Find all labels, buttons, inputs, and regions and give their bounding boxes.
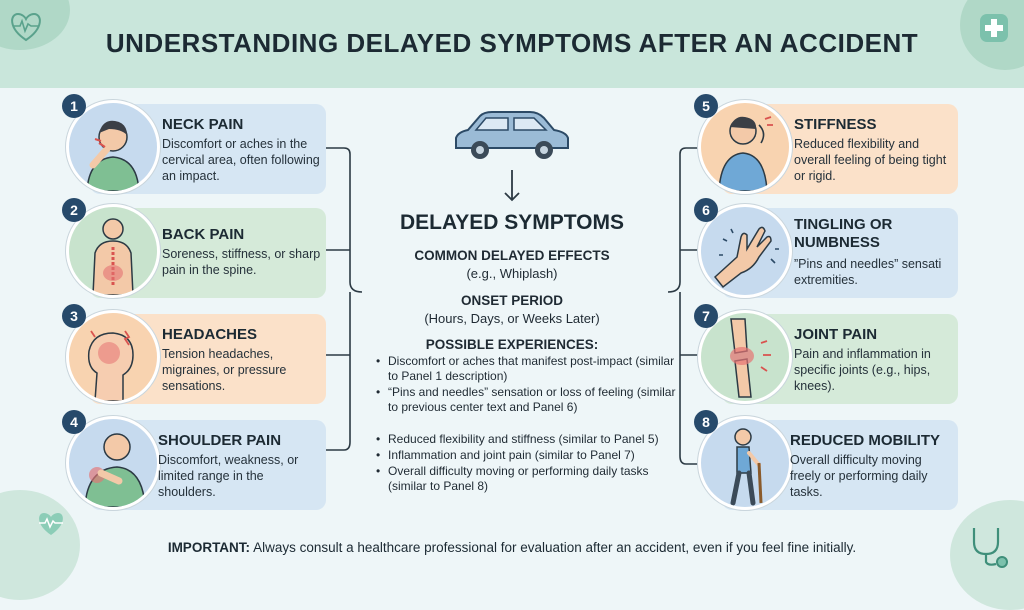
panel-number-badge: 4 — [62, 410, 86, 434]
list-item: Inflammation and joint pain (similar to … — [376, 448, 676, 463]
panel-title: REDUCED MOBILITY — [790, 432, 940, 449]
experiences-label: POSSIBLE EXPERIENCES: — [425, 337, 599, 352]
panel-number-badge: 2 — [62, 198, 86, 222]
panel-title: TINGLING OR NUMBNESS — [794, 216, 893, 251]
panel-description: Reduced flexibility and overall feeling … — [794, 137, 947, 183]
neck-pain-icon — [66, 100, 160, 194]
stethoscope-icon — [972, 528, 1008, 568]
heart-monitor-icon — [11, 12, 41, 42]
panel-reduced-mobility: 8 REDUCED MOBILITY Overall difficulty mo… — [694, 410, 958, 510]
panel-tingling: 6 TINGLING OR NUMBNESS ”Pins and needles… — [694, 198, 958, 298]
page-title: UNDERSTANDING DELAYED SYMPTOMS AFTER AN … — [105, 28, 919, 58]
panel-number-badge: 5 — [694, 94, 718, 118]
common-effects-label: COMMON DELAYED EFFECTS — [414, 248, 610, 263]
shoulder-pain-icon — [66, 416, 160, 510]
important-label: IMPORTANT: — [167, 540, 251, 555]
headache-icon — [66, 310, 160, 404]
back-pain-icon — [66, 204, 160, 298]
panel-description: Tension headaches, migraines, or pressur… — [162, 347, 287, 393]
list-item: Overall difficulty moving or performing … — [376, 464, 676, 494]
header-band: UNDERSTANDING DELAYED SYMPTOMS AFTER AN … — [0, 0, 1024, 88]
center-heading: DELAYED SYMPTOMS — [399, 211, 625, 234]
panel-title: HEADACHES — [162, 326, 258, 343]
panel-neck-pain: 1 NECK PAIN Discomfort or aches in the c… — [62, 94, 326, 194]
panel-stiffness: 5 STIFFNESS Reduced flexibility and over… — [694, 94, 958, 194]
important-note: IMPORTANT: Always consult a healthcare p… — [0, 540, 1024, 555]
panel-headaches: 3 HEADACHES Tension headaches, migraines… — [62, 304, 326, 404]
arrow-down-icon — [504, 170, 520, 202]
tingling-hand-icon — [698, 204, 792, 298]
panel-title: STIFFNESS — [794, 116, 877, 133]
panel-title: SHOULDER PAIN — [158, 432, 282, 449]
panel-description: ”Pins and needles” sensati extremities. — [794, 257, 942, 287]
panel-description: Pain and inflammation in specific joints… — [794, 347, 931, 393]
medical-cross-icon — [980, 14, 1008, 42]
experiences-list-a: Discomfort or aches that manifest post-i… — [376, 354, 676, 416]
common-effects-value: (e.g., Whiplash) — [466, 266, 558, 281]
onset-period-value: (Hours, Days, or Weeks Later) — [424, 311, 600, 326]
panel-joint-pain: 7 JOINT PAIN Pain and inflammation in sp… — [694, 304, 958, 404]
list-item: Reduced flexibility and stiffness (simil… — [376, 432, 676, 447]
panel-number-badge: 7 — [694, 304, 718, 328]
panel-shoulder-pain: 4 SHOULDER PAIN Discomfort, weakness, or… — [62, 410, 326, 510]
panel-number-badge: 3 — [62, 304, 86, 328]
panel-title: JOINT PAIN — [794, 326, 878, 343]
panel-description: Discomfort or aches in the cervical area… — [162, 137, 320, 183]
panel-description: Discomfort, weakness, or limited range i… — [158, 453, 299, 499]
panel-description: Overall difficulty moving freely or perf… — [790, 453, 928, 499]
important-text: Always consult a healthcare professional… — [250, 540, 857, 555]
heart-icon — [39, 513, 63, 535]
onset-period-label: ONSET PERIOD — [460, 293, 563, 308]
stiffness-icon — [698, 100, 792, 194]
panel-back-pain: 2 BACK PAIN Soreness, stiffness, or shar… — [62, 198, 326, 298]
connector-lines — [326, 147, 700, 465]
panel-title: BACK PAIN — [162, 226, 245, 243]
panel-description: Soreness, stiffness, or sharp pain in th… — [162, 247, 321, 277]
list-item: Discomfort or aches that manifest post-i… — [376, 354, 676, 384]
panel-number-badge: 6 — [694, 198, 718, 222]
list-item: “Pins and needles” sensation or loss of … — [376, 385, 676, 415]
panel-number-badge: 8 — [694, 410, 718, 434]
panel-number-badge: 1 — [62, 94, 86, 118]
car-icon — [455, 111, 569, 159]
knee-joint-icon — [698, 310, 792, 404]
experiences-list-b: Reduced flexibility and stiffness (simil… — [376, 432, 676, 495]
walking-cane-icon — [698, 416, 792, 510]
panel-title: NECK PAIN — [162, 116, 244, 133]
